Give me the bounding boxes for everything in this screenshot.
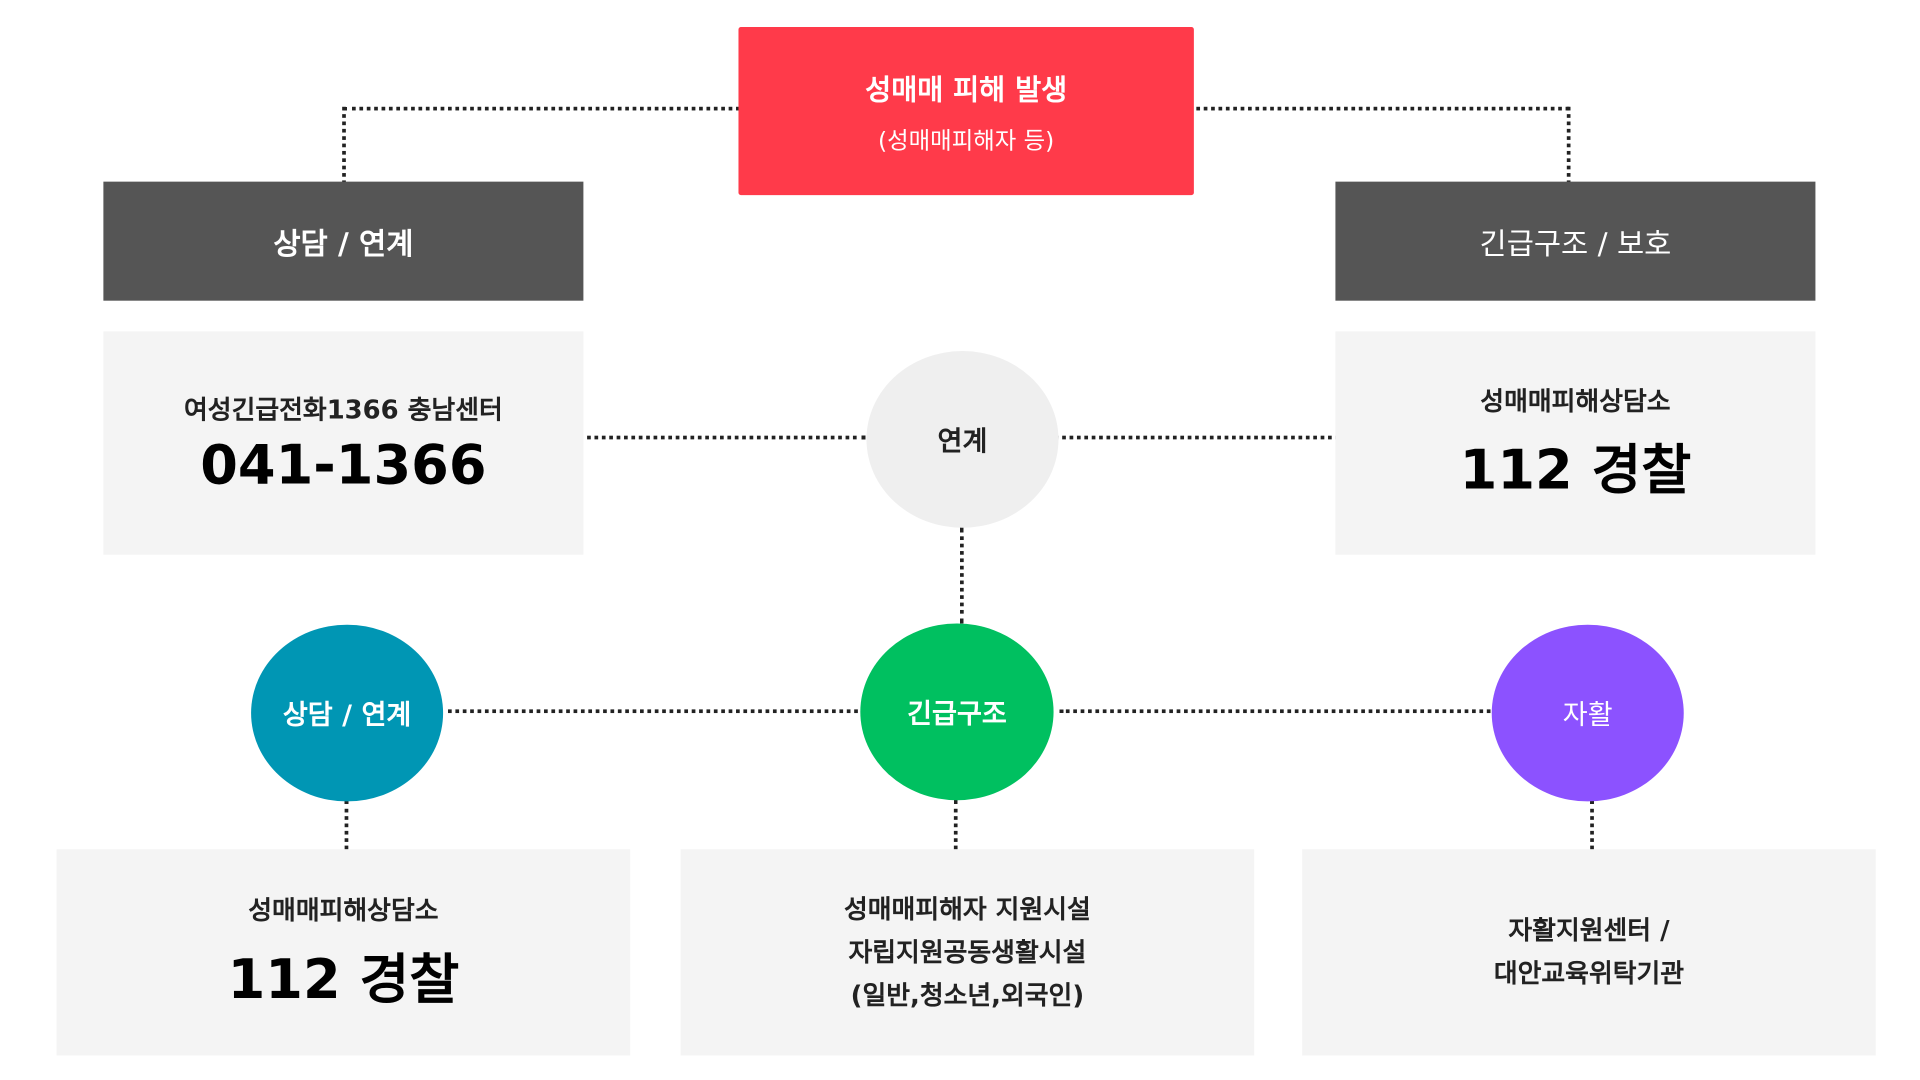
connector-line xyxy=(1590,800,1594,850)
counsel-detail-label: 성매매피해상담소 xyxy=(248,895,439,926)
incident-box: 성매매 피해 발생 (성매매피해자 등) xyxy=(738,27,1194,196)
connector-line xyxy=(344,800,349,850)
self-support-detail-box: 자활지원센터 / 대안교육위탁기관 xyxy=(1302,849,1876,1056)
connector-line xyxy=(1566,106,1571,185)
police-box: 성매매피해상담소 112 경찰 xyxy=(1335,331,1816,555)
self-support-line: 대안교육위탁기관 xyxy=(1493,958,1685,988)
connector-line xyxy=(578,435,866,440)
shelter-line: 자립지원공동생활시설 xyxy=(848,937,1087,967)
rescue-circle: 긴급구조 xyxy=(860,623,1054,801)
counsel-detail-number: 112 경찰 xyxy=(227,948,460,1012)
incident-title: 성매매 피해 발생 xyxy=(865,74,1068,107)
counsel-circle: 상담 / 연계 xyxy=(251,624,444,802)
self-support-line: 자활지원센터 / xyxy=(1508,915,1670,946)
counsel-detail-box: 성매매피해상담소 112 경찰 xyxy=(56,849,631,1056)
hotline-box: 여성긴급전화1366 충남센터 041-1366 xyxy=(103,331,584,555)
connector-line xyxy=(448,709,858,714)
connector-line xyxy=(960,527,964,624)
connector-line xyxy=(953,800,958,850)
connector-line xyxy=(1054,435,1340,440)
connector-line xyxy=(1187,106,1570,111)
connector-line xyxy=(343,106,748,111)
hotline-label: 여성긴급전화1366 충남센터 xyxy=(184,394,503,425)
connector-line xyxy=(342,106,346,185)
self-support-circle: 자활 xyxy=(1491,624,1684,802)
shelter-line: 성매매피해자 지원시설 xyxy=(844,894,1091,924)
police-number: 112 경찰 xyxy=(1459,439,1692,502)
shelter-detail-box: 성매매피해자 지원시설 자립지원공동생활시설 (일반,청소년,외국인) xyxy=(680,849,1255,1056)
link-circle: 연계 xyxy=(866,351,1059,528)
police-label: 성매매피해상담소 xyxy=(1480,386,1671,417)
incident-subtitle: (성매매피해자 등) xyxy=(878,127,1055,155)
counsel-header: 상담 / 연계 xyxy=(103,181,584,301)
connector-line xyxy=(1059,709,1491,714)
rescue-header: 긴급구조 / 보호 xyxy=(1335,181,1816,301)
shelter-line: (일반,청소년,외국인) xyxy=(850,979,1085,1010)
hotline-number: 041-1366 xyxy=(200,433,487,497)
